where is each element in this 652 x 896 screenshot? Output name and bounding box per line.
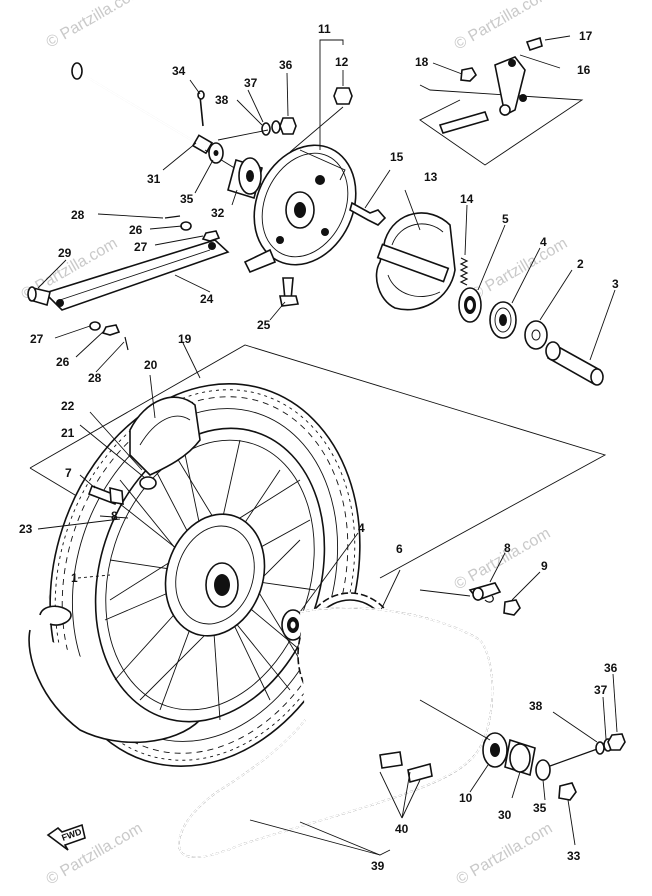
callout-36: 36 bbox=[279, 58, 293, 72]
callout-35: 35 bbox=[533, 801, 547, 815]
axle-spacer bbox=[504, 738, 536, 799]
brake-plate-nut bbox=[333, 87, 353, 105]
callout-17: 17 bbox=[579, 29, 593, 43]
callout-2: 2 bbox=[577, 257, 584, 271]
brake-arm bbox=[438, 56, 527, 134]
callout-18: 18 bbox=[415, 55, 429, 69]
callout-7: 7 bbox=[65, 466, 72, 480]
leader-lines bbox=[37, 39, 618, 743]
callout-9: 9 bbox=[541, 559, 548, 573]
callout-8: 8 bbox=[111, 509, 118, 523]
callout-37: 37 bbox=[594, 683, 608, 697]
callout-13: 13 bbox=[424, 170, 438, 184]
brake-arm-nut bbox=[460, 67, 477, 82]
bearing bbox=[458, 224, 506, 323]
callout-4: 4 bbox=[358, 521, 365, 535]
callout-26: 26 bbox=[56, 355, 70, 369]
callout-39: 39 bbox=[371, 859, 385, 873]
chain-master-link bbox=[379, 751, 433, 819]
callout-38: 38 bbox=[215, 93, 229, 107]
callout-21: 21 bbox=[61, 426, 75, 440]
brake-arm-bolt bbox=[525, 35, 571, 52]
callout-27: 27 bbox=[134, 240, 148, 254]
callout-1: 1 bbox=[71, 571, 78, 585]
sprocket-side-collar bbox=[419, 699, 508, 793]
fastener-set-lower bbox=[89, 321, 129, 351]
callout-10: 10 bbox=[459, 791, 473, 805]
forward-direction-badge: FWD bbox=[46, 823, 86, 851]
callout-labels: 1 2 3 4 4 5 6 7 8 8 9 10 11 12 13 14 15 … bbox=[19, 22, 619, 873]
callout-3: 3 bbox=[612, 277, 619, 291]
callout-36: 36 bbox=[604, 661, 618, 675]
cotter-pin bbox=[197, 90, 205, 127]
rim-band bbox=[79, 411, 157, 490]
callout-22: 22 bbox=[61, 399, 75, 413]
spoke-leader bbox=[77, 515, 129, 579]
callout-20: 20 bbox=[144, 358, 158, 372]
callout-12: 12 bbox=[335, 55, 349, 69]
oil-seal bbox=[524, 269, 573, 350]
callout-35: 35 bbox=[180, 192, 194, 206]
axle-nut-set-top bbox=[208, 117, 297, 164]
callout-31: 31 bbox=[147, 172, 161, 186]
callout-28: 28 bbox=[88, 371, 102, 385]
brake-plate-bolt bbox=[279, 277, 299, 307]
brake-camshaft bbox=[349, 169, 391, 226]
callout-14: 14 bbox=[460, 192, 474, 206]
sprocket-nut bbox=[419, 589, 521, 616]
rear-axle bbox=[71, 62, 296, 206]
callout-11: 11 bbox=[318, 22, 331, 36]
callout-4: 4 bbox=[540, 235, 547, 249]
axle-nut-set-lower bbox=[535, 733, 626, 846]
tension-bar bbox=[43, 239, 230, 311]
brake-shoe-kit bbox=[375, 189, 456, 311]
callout-28: 28 bbox=[71, 208, 85, 222]
callout-33: 33 bbox=[567, 849, 581, 863]
callout-19: 19 bbox=[178, 332, 192, 346]
bearing bbox=[489, 247, 541, 339]
callout-37: 37 bbox=[244, 76, 258, 90]
tension-bar-bolt bbox=[27, 286, 51, 307]
callout-32: 32 bbox=[211, 206, 225, 220]
rear-hub bbox=[164, 513, 266, 637]
callout-26: 26 bbox=[129, 223, 143, 237]
callout-15: 15 bbox=[390, 150, 404, 164]
sprocket-bolt bbox=[87, 484, 124, 506]
callout-40: 40 bbox=[395, 822, 409, 836]
callout-6: 6 bbox=[396, 542, 403, 556]
watermark: © Partzilla.com bbox=[454, 820, 556, 889]
shoe-spring bbox=[459, 204, 469, 286]
callout-30: 30 bbox=[498, 808, 512, 822]
callout-34: 34 bbox=[172, 64, 186, 78]
inner-tube bbox=[129, 374, 201, 476]
watermark: © Partzilla.com bbox=[452, 525, 554, 594]
callout-38: 38 bbox=[529, 699, 543, 713]
watermark: © Partzilla.com bbox=[469, 235, 571, 304]
callout-23: 23 bbox=[19, 522, 33, 536]
spacer bbox=[545, 289, 616, 386]
callout-16: 16 bbox=[577, 63, 591, 77]
callout-5: 5 bbox=[502, 212, 509, 226]
brake-shoe-plate bbox=[243, 106, 357, 274]
callout-24: 24 bbox=[200, 292, 214, 306]
bearing bbox=[281, 532, 359, 641]
watermark: © Partzilla.com bbox=[44, 0, 146, 51]
collar bbox=[227, 157, 263, 200]
drive-chain bbox=[178, 607, 494, 858]
callout-27: 27 bbox=[30, 332, 44, 346]
sprocket-lock-washer bbox=[468, 582, 502, 603]
callout-29: 29 bbox=[58, 246, 72, 260]
callout-8: 8 bbox=[504, 541, 511, 555]
callout-25: 25 bbox=[257, 318, 271, 332]
